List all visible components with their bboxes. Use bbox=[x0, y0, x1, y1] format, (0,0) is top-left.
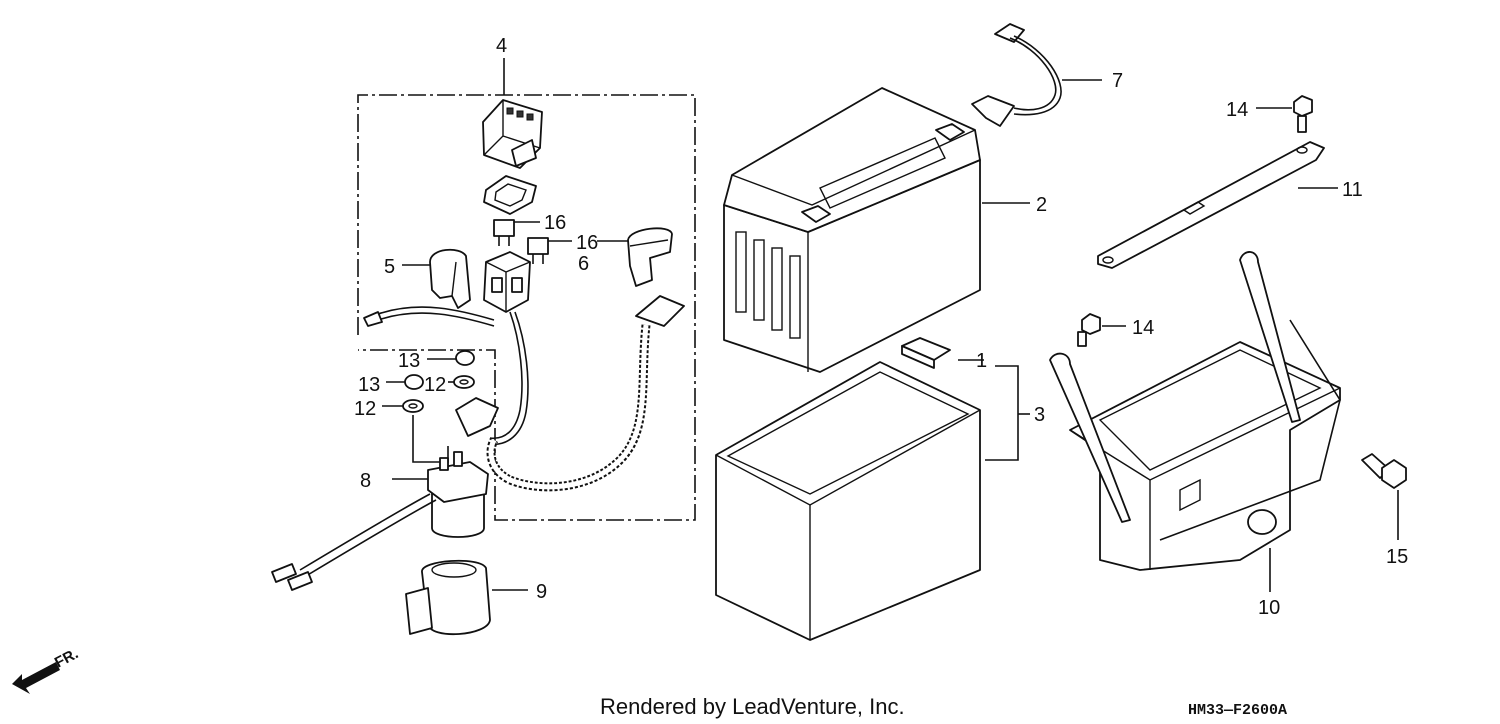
battery-box bbox=[1049, 251, 1341, 571]
bolt-14b bbox=[1077, 313, 1101, 347]
battery bbox=[723, 87, 981, 373]
fuse-16b bbox=[527, 237, 549, 264]
relay-gasket bbox=[483, 175, 537, 215]
callout-12b: 12 bbox=[354, 398, 376, 420]
callout-10: 10 bbox=[1258, 597, 1280, 619]
callout-15: 15 bbox=[1386, 546, 1408, 568]
callout-5: 5 bbox=[384, 256, 395, 278]
callout-12a: 12 bbox=[424, 374, 446, 396]
nut-13b bbox=[404, 374, 424, 390]
callout-13a: 13 bbox=[398, 350, 420, 372]
solenoid-rubber-cover bbox=[405, 559, 491, 636]
starter-solenoid bbox=[427, 451, 489, 538]
bolt-14a bbox=[1293, 95, 1313, 133]
callout-8: 8 bbox=[360, 470, 371, 492]
callout-4: 4 bbox=[496, 35, 507, 57]
assembly-4-bracket bbox=[357, 58, 696, 521]
terminal-cover-6 bbox=[627, 227, 673, 287]
fuse-16a bbox=[493, 219, 515, 246]
callout-11: 11 bbox=[1342, 179, 1363, 201]
callout-16a: 16 bbox=[544, 212, 566, 234]
callout-3: 3 bbox=[1034, 404, 1045, 426]
callout-2: 2 bbox=[1036, 194, 1047, 216]
washer-12b bbox=[402, 399, 424, 413]
battery-pad bbox=[901, 337, 951, 369]
callout-7: 7 bbox=[1112, 70, 1123, 92]
washer-12a bbox=[453, 375, 475, 389]
battery-case bbox=[715, 361, 981, 641]
front-arrow-icon: FR. bbox=[12, 645, 81, 694]
callout-6-label: 6 bbox=[578, 253, 589, 275]
callout-16b: 16 bbox=[576, 232, 598, 254]
callout-1: 1 bbox=[976, 350, 987, 372]
starter-relay bbox=[482, 99, 543, 169]
bolt-15 bbox=[1361, 453, 1407, 489]
diagram-code: HM33—F2600A bbox=[1188, 702, 1287, 719]
terminal-cover-5 bbox=[429, 248, 471, 309]
callout-13b: 13 bbox=[358, 374, 380, 396]
callout-14a: 14 bbox=[1226, 99, 1248, 121]
battery-cable bbox=[455, 295, 685, 492]
negative-cable bbox=[971, 23, 1062, 127]
callout-14b: 14 bbox=[1132, 317, 1154, 339]
fuse-holder bbox=[483, 251, 531, 313]
rendered-by-credit: Rendered by LeadVenture, Inc. bbox=[600, 694, 905, 719]
battery-holder-plate bbox=[1097, 141, 1325, 269]
nut-13a bbox=[455, 350, 475, 366]
callout-9: 9 bbox=[536, 581, 547, 603]
